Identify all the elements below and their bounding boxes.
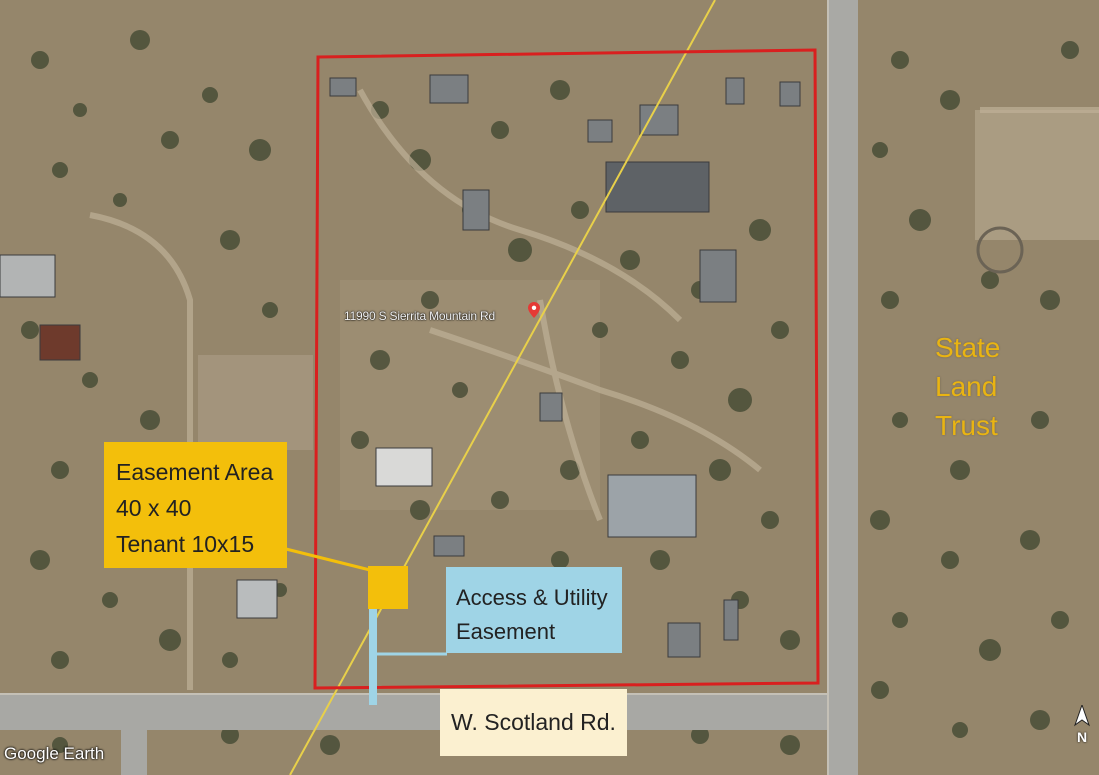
state-land-line-1: State bbox=[935, 332, 1001, 363]
access-easement-line-2: Easement bbox=[456, 619, 556, 644]
access-easement-strip[interactable] bbox=[369, 609, 377, 705]
easement-leader-line bbox=[285, 547, 371, 572]
easement-area-dimensions: 40 x 40 bbox=[116, 495, 192, 521]
vegetation bbox=[21, 30, 1079, 755]
north-arrow-icon: N bbox=[1072, 703, 1092, 753]
corral-area bbox=[975, 110, 1099, 240]
access-utility-easement-callout: Access & Utility Easement bbox=[446, 567, 622, 653]
round-corral bbox=[976, 226, 1024, 274]
easement-area-title: Easement Area bbox=[116, 459, 274, 485]
state-land-line-3: Trust bbox=[935, 410, 998, 441]
sierrita-mountain-road bbox=[828, 0, 858, 775]
north-arrow-shape bbox=[1074, 703, 1090, 727]
location-pin-icon[interactable] bbox=[528, 302, 540, 318]
dirt-tracks bbox=[89, 88, 1099, 690]
north-letter: N bbox=[1077, 729, 1088, 745]
easement-area-square[interactable] bbox=[368, 566, 408, 609]
access-easement-line-1: Access & Utility bbox=[456, 585, 608, 610]
state-land-line-2: Land bbox=[935, 371, 998, 402]
utility-line bbox=[289, 0, 716, 775]
state-land-trust-label: State Land Trust bbox=[935, 328, 1000, 445]
google-earth-attribution: Google Earth bbox=[4, 744, 105, 763]
side-road bbox=[121, 694, 147, 775]
field-patch bbox=[198, 355, 313, 450]
buildings bbox=[0, 74, 801, 658]
parcel-boundary bbox=[313, 48, 820, 690]
address-label: 11990 S Sierrita Mountain Rd bbox=[344, 309, 495, 323]
easement-area-tenant: Tenant 10x15 bbox=[116, 531, 255, 557]
easement-area-callout: Easement Area 40 x 40 Tenant 10x15 bbox=[104, 442, 287, 568]
road-name-label: W. Scotland Rd. bbox=[440, 689, 627, 756]
